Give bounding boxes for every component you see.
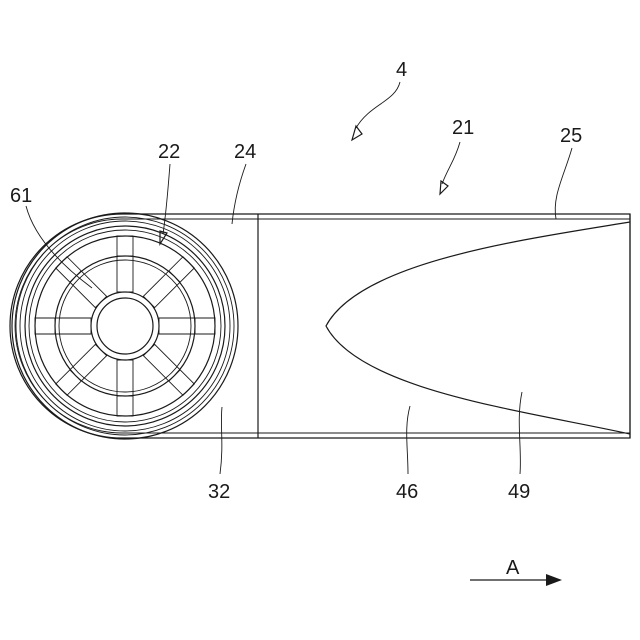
spoke (117, 360, 133, 416)
spoke (56, 257, 107, 308)
spoke (117, 236, 133, 292)
body-outline (10, 214, 630, 438)
spoke (159, 318, 215, 334)
spokes (35, 236, 215, 416)
label-4: 4 (396, 59, 407, 81)
label-49: 49 (508, 481, 530, 503)
spoke-step (70, 271, 81, 282)
spoke-step (169, 271, 180, 282)
label-46: 46 (396, 481, 418, 503)
label-32: 32 (208, 481, 230, 503)
spoke-step (70, 370, 81, 381)
label-direction-a: A (506, 557, 520, 579)
spoke (143, 344, 194, 395)
parabolic-curve (326, 222, 630, 434)
label-21: 21 (452, 117, 474, 139)
spoke (143, 257, 194, 308)
label-61: 61 (10, 185, 32, 207)
spoke (56, 344, 107, 395)
leader-lines (26, 82, 572, 474)
spoke (35, 318, 91, 334)
hub (12, 213, 238, 439)
label-22: 22 (158, 141, 180, 163)
spoke-step (169, 370, 180, 381)
label-24: 24 (234, 141, 256, 163)
label-25: 25 (560, 125, 582, 147)
